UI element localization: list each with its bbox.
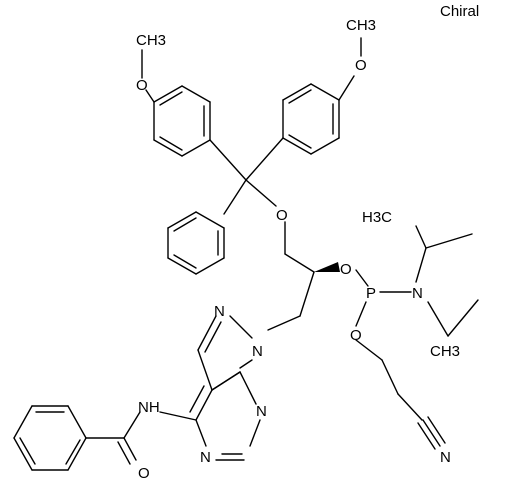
atom-labels: O CH3 O CH3 O O P N H3C CH3 O N N N N N … — [136, 17, 460, 482]
atom-label-n-amine: N — [412, 285, 423, 302]
chiral-label: Chiral — [440, 3, 479, 20]
atom-label-nh: NH — [138, 399, 160, 416]
atom-label-h3c-iso-upper: H3C — [362, 209, 392, 226]
atom-label-p: P — [366, 285, 376, 302]
atom-label-o-methoxy-right: O — [355, 57, 367, 74]
bonds — [13, 37, 479, 471]
atom-label-o-phosphite-lower: O — [350, 327, 362, 344]
stereo-wedge — [314, 262, 340, 272]
atom-label-n1: N — [200, 449, 211, 466]
atom-label-ch3-right: CH3 — [346, 17, 376, 34]
atom-label-ch3-iso-lower: CH3 — [430, 343, 460, 360]
atom-label-n7: N — [214, 303, 225, 320]
atom-label-n3: N — [256, 403, 267, 420]
atom-label-ch3-left: CH3 — [136, 32, 166, 49]
atom-label-n9: N — [252, 343, 263, 360]
atom-label-o-amide: O — [138, 465, 150, 482]
atom-label-o-ether: O — [276, 207, 288, 224]
atom-label-o-methoxy-left: O — [136, 77, 148, 94]
atom-label-o-phosphite-upper: O — [340, 261, 352, 278]
atom-label-n-nitrile: N — [440, 449, 451, 466]
